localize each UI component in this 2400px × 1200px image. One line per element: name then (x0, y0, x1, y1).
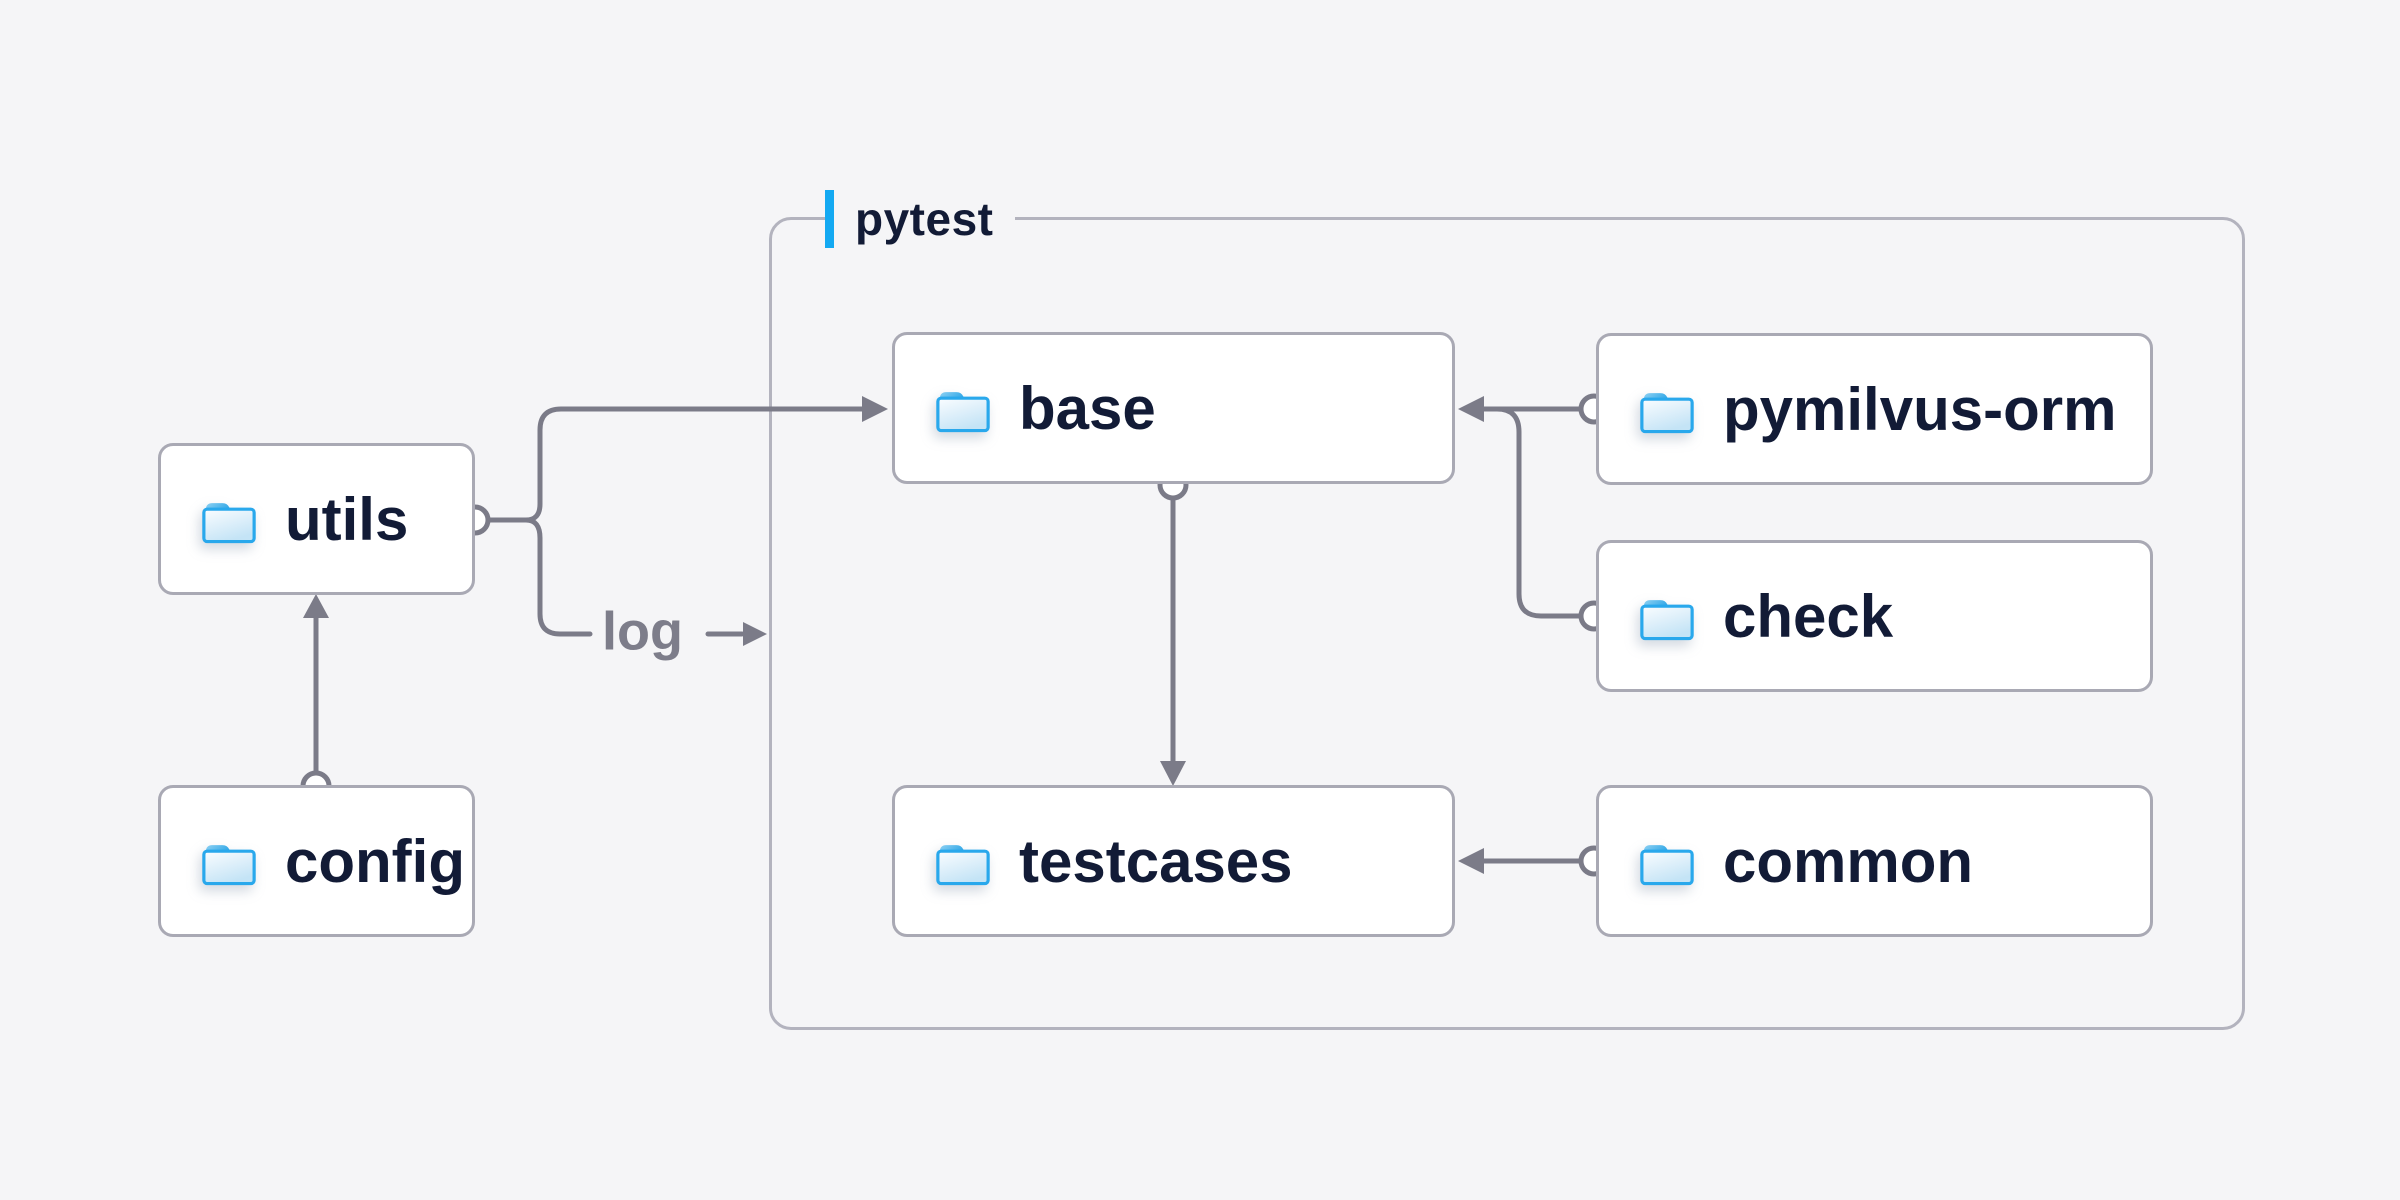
folder-icon (936, 391, 990, 432)
node-label: check (1723, 582, 1894, 650)
accent-bar-icon (825, 190, 834, 248)
pytest-group-container: pytest (769, 189, 2245, 1030)
node-label: testcases (1019, 827, 1293, 895)
node-check: check (1596, 540, 2153, 692)
arrowhead-icon (303, 594, 329, 618)
folder-icon (202, 844, 256, 885)
folder-icon (202, 502, 256, 543)
folder-icon (1640, 392, 1694, 433)
folder-icon (1640, 599, 1694, 640)
node-label: pymilvus-orm (1723, 375, 2117, 443)
edge-log-to-pytest (705, 622, 767, 646)
node-pymilvus-orm: pymilvus-orm (1596, 333, 2153, 485)
node-utils: utils (158, 443, 475, 595)
folder-icon (936, 844, 990, 885)
node-label: config (285, 827, 465, 895)
folder-icon (1640, 844, 1694, 885)
node-common: common (1596, 785, 2153, 937)
node-config: config (158, 785, 475, 937)
log-edge-label: log (602, 601, 683, 662)
node-base: base (892, 332, 1455, 484)
node-label: utils (285, 485, 409, 553)
node-testcases: testcases (892, 785, 1455, 937)
node-label: base (1019, 374, 1156, 442)
arrowhead-icon (743, 622, 767, 646)
node-label: common (1723, 827, 1974, 895)
pytest-group-label: pytest (825, 189, 1016, 249)
pytest-group-title: pytest (855, 193, 994, 245)
edge-config-to-utils (303, 594, 329, 775)
